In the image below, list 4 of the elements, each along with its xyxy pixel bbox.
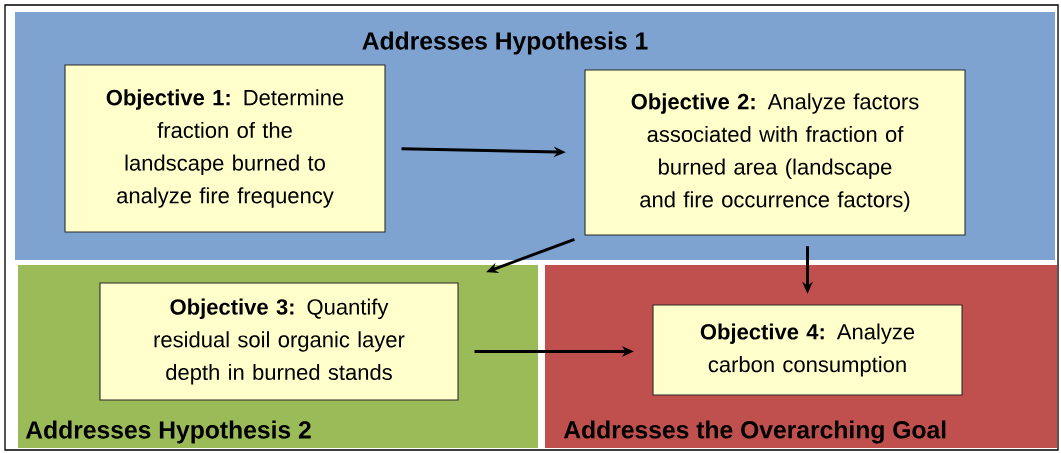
objective-box: Objective 3: Quantify residual soil organic layer depth in burned stands <box>99 282 459 401</box>
objective-box: Objective 2: Analyze factors associated with fraction of burned area (landscape and fire occurrence factors) <box>584 69 966 236</box>
objective-box: Objective 4: Analyze carbon consumption <box>652 304 963 396</box>
objective-box: Objective 1: Determine fraction of the landscape burned to analyze fire frequency <box>64 64 386 233</box>
